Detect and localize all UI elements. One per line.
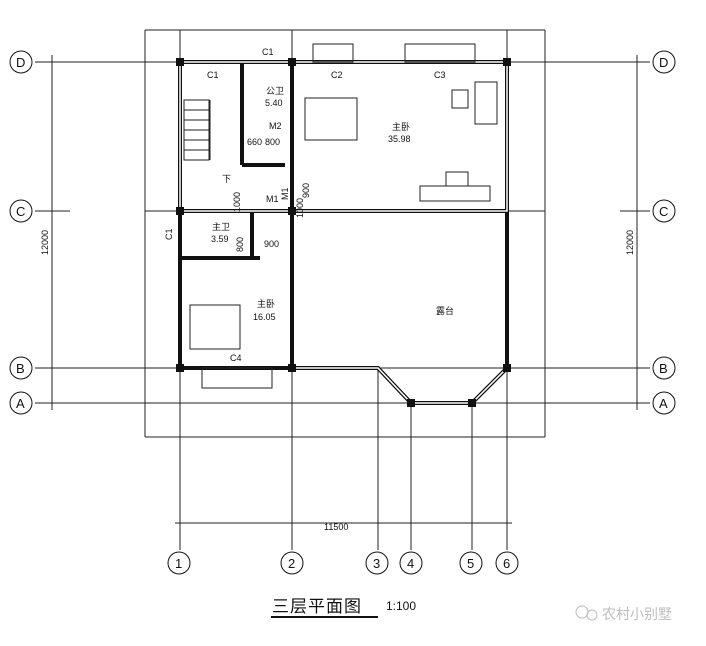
grid-lines	[35, 29, 650, 550]
axis-d-left: D	[16, 55, 25, 70]
label-c1-stair: C1	[207, 70, 219, 80]
dim-900-b: 900	[264, 239, 279, 249]
axis-c-left: C	[16, 204, 25, 219]
dim-1000-a: 1000	[295, 198, 305, 218]
axis-d-right: D	[659, 55, 668, 70]
label-c3: C3	[434, 70, 446, 80]
dim-vertical-left: 12000	[40, 230, 50, 255]
walls	[178, 60, 509, 405]
label-master-bath-area: 3.59	[211, 234, 229, 244]
stair	[183, 99, 211, 161]
dim-1000-b: 1000	[232, 192, 242, 212]
axis-a-left: A	[16, 396, 25, 411]
axis-6: 6	[503, 556, 510, 571]
label-m1-a: M1	[266, 194, 279, 204]
drawing-scale: 1:100	[386, 599, 416, 613]
dim-800: 800	[265, 137, 280, 147]
axis-a-right: A	[659, 396, 668, 411]
columns	[176, 58, 511, 407]
axis-1: 1	[175, 556, 182, 571]
axis-c-right: C	[659, 204, 668, 219]
axis-5: 5	[467, 556, 474, 571]
label-down: 下	[222, 174, 231, 184]
watermark-text: 农村小别墅	[602, 607, 672, 623]
label-public-bath: 公卫	[266, 86, 284, 96]
label-m2: M2	[269, 121, 282, 131]
label-public-bath-area: 5.40	[265, 98, 283, 108]
room-labels: C1 C1 C2 C3 公卫 5.40 M2 660 800 主卧 35.98 …	[164, 47, 454, 363]
dim-900-a: 900	[301, 183, 311, 198]
label-master-bath: 主卫	[212, 221, 230, 232]
furniture	[189, 81, 498, 350]
label-master-bedroom: 主卧	[392, 121, 410, 132]
dim-800-b: 800	[235, 237, 245, 252]
dim-horizontal: 11500	[324, 522, 348, 532]
label-terrace: 露台	[436, 305, 454, 316]
axis-b-right: B	[659, 361, 668, 376]
axis-3: 3	[373, 556, 380, 571]
label-c4: C4	[230, 353, 242, 363]
axis-2: 2	[288, 556, 295, 571]
row-axis-bubbles: D C B A D C B A	[9, 50, 676, 415]
axis-b-left: B	[16, 361, 25, 376]
label-master-bedroom-area: 35.98	[388, 134, 411, 144]
label-bedroom2-area: 16.05	[253, 312, 276, 322]
label-c2: C2	[331, 70, 343, 80]
watermark: 农村小别墅	[575, 605, 672, 623]
label-c1-top: C1	[262, 47, 274, 57]
dim-vertical-right: 12000	[625, 230, 635, 255]
axis-4: 4	[407, 556, 414, 571]
drawing-title: 三层平面图	[272, 597, 362, 617]
label-c1-left: C1	[164, 228, 174, 240]
label-bedroom2: 主卧	[257, 298, 275, 309]
dim-660: 660	[247, 137, 262, 147]
label-m1-b: M1	[280, 187, 290, 200]
windows	[201, 43, 476, 389]
column-axis-bubbles: 1 2 3 4 5 6	[167, 551, 519, 575]
